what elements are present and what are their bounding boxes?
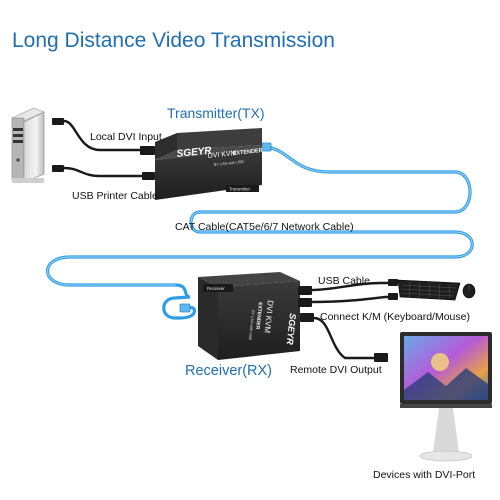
tx-tag: EXTENDER [233, 148, 263, 157]
keyboard-icon [397, 279, 461, 301]
receiver-box [198, 272, 300, 360]
connect-km-label: Connect K/M (Keyboard/Mouse) [320, 311, 470, 323]
receiver-title: Receiver(RX) [185, 363, 273, 379]
rx-model: DVI KVM [263, 300, 275, 334]
usb-printer-cable [52, 165, 155, 180]
tx-side-label: Transmitter [229, 187, 251, 192]
usb-cables-rx [298, 279, 398, 307]
tx-brand: SGEYR [176, 145, 213, 160]
remote-dvi-output-label: Remote DVI Output [290, 364, 382, 376]
rx-brand: SGEYR [285, 313, 298, 346]
dvi-cable-remote [300, 313, 388, 362]
page-title: Long Distance Video Transmission [12, 29, 335, 52]
rx-sub: BY LAN with USB [248, 310, 255, 341]
cat-cable-label: CAT Cable(CAT5e/6/7 Network Cable) [175, 221, 354, 233]
mouse-icon [462, 283, 476, 299]
dvi-cable-local [52, 118, 155, 155]
rx-tag: EXTENDER [254, 302, 263, 330]
local-dvi-input-label: Local DVI Input [90, 131, 162, 143]
transmitter-title: Transmitter(TX) [167, 105, 265, 121]
rx-side-label: Receiver [207, 286, 225, 291]
tx-sub: BY LAN with USB [214, 160, 245, 167]
tx-side-plate [226, 185, 259, 192]
tx-model: DVI KVM [207, 150, 237, 160]
rx-side-plate [203, 284, 233, 292]
usb-printer-cable-label: USB Printer Cable [72, 190, 158, 202]
computer-tower-icon [11, 107, 45, 183]
rj45-connector-rx [179, 303, 191, 313]
devices-label: Devices with DVI-Port [373, 469, 476, 481]
rj45-connector-tx [261, 142, 272, 152]
monitor-icon [400, 332, 492, 462]
usb-cable-label: USB Cable [318, 275, 370, 287]
